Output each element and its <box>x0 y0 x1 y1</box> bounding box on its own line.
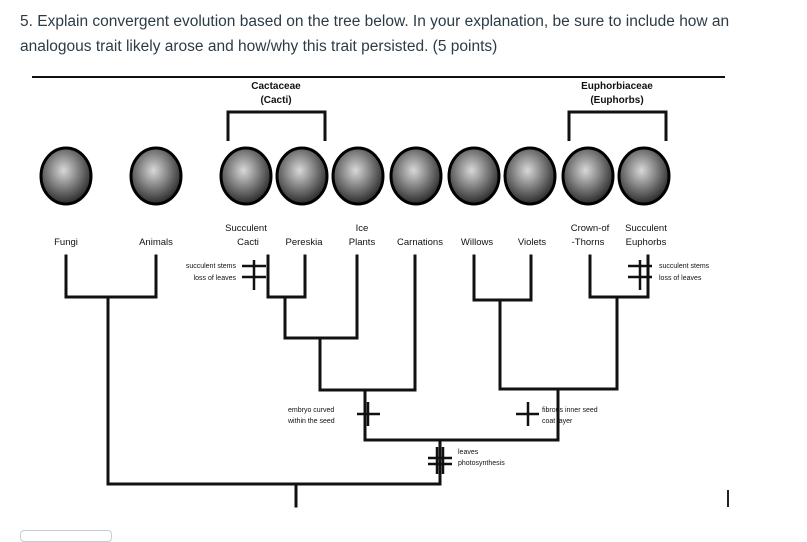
pereskia-photo <box>275 146 329 206</box>
taxon-label-fungi: Fungi <box>54 237 78 248</box>
animals-photo <box>129 146 183 206</box>
taxon-label-willows: Willows <box>461 237 493 248</box>
taxon-label-violets: Violets <box>518 237 547 248</box>
answer-input[interactable] <box>20 530 112 542</box>
trait-labels: succulent stems loss of leaves succulent… <box>186 263 710 467</box>
trait-embryo-2: within the seed <box>287 418 335 425</box>
willows-photo <box>447 146 501 206</box>
trait-leaves-2: photosynthesis <box>458 460 505 467</box>
taxon-labels: Fungi Animals Succulent Cacti Pereskia I… <box>54 223 667 248</box>
taxon-label-crown-line1: Crown-of <box>571 223 610 234</box>
trait-euph-leaves: loss of leaves <box>659 275 702 282</box>
trait-fibrous-2: coat layer <box>542 418 573 425</box>
branch-fungi-animals <box>64 254 158 299</box>
family-common-euphorbs: (Euphorbs) <box>590 95 643 106</box>
text-cursor <box>727 490 729 507</box>
carnations-photo <box>389 146 443 206</box>
trait-fibrous-1: fibrous inner seed <box>542 407 598 414</box>
bracket-cactaceae <box>226 110 327 141</box>
cacti-photo <box>219 146 273 206</box>
succulent-euphorbs-photo <box>617 146 671 206</box>
question-text: 5. Explain convergent evolution based on… <box>20 13 730 55</box>
trait-leaves-1: leaves <box>458 449 479 456</box>
taxon-label-cacti-line2: Cacti <box>237 237 259 248</box>
trait-cacti-stems: succulent stems <box>186 263 237 270</box>
taxon-label-carnations: Carnations <box>397 237 443 248</box>
tree-branches <box>64 254 650 508</box>
taxon-label-cacti-line1: Succulent <box>225 223 267 234</box>
branch-root-join <box>106 295 442 486</box>
taxon-label-animals: Animals <box>139 237 173 248</box>
taxon-label-ice-plants-line2: Plants <box>349 237 376 248</box>
family-label-cactaceae: Cactaceae <box>251 81 301 92</box>
bracket-euphorbiaceae <box>567 110 668 141</box>
branch-carnations <box>318 254 417 392</box>
branch-willows-violets <box>472 254 533 302</box>
trait-euph-stems: succulent stems <box>659 263 710 270</box>
fungi-photo <box>39 146 93 206</box>
taxon-photos <box>39 146 671 206</box>
trait-ticks <box>242 260 652 474</box>
family-label-euphorbiaceae: Euphorbiaceae <box>581 81 653 92</box>
branch-cacti-pereskia <box>266 254 307 299</box>
crown-of-thorns-photo <box>561 146 615 206</box>
taxon-label-crown-line2: -Thorns <box>572 237 605 248</box>
family-common-cacti: (Cacti) <box>260 95 291 106</box>
taxon-label-ice-plants-line1: Ice <box>356 223 369 234</box>
taxon-label-pereskia: Pereskia <box>286 237 324 248</box>
ice-plants-photo <box>331 146 385 206</box>
taxon-label-euphorbs-line1: Succulent <box>625 223 667 234</box>
trait-cacti-leaves: loss of leaves <box>194 275 237 282</box>
branch-malpighiales <box>498 295 619 391</box>
taxon-label-euphorbs-line2: Euphorbs <box>626 237 667 248</box>
trait-embryo-1: embryo curved <box>288 407 334 414</box>
violets-photo <box>503 146 557 206</box>
